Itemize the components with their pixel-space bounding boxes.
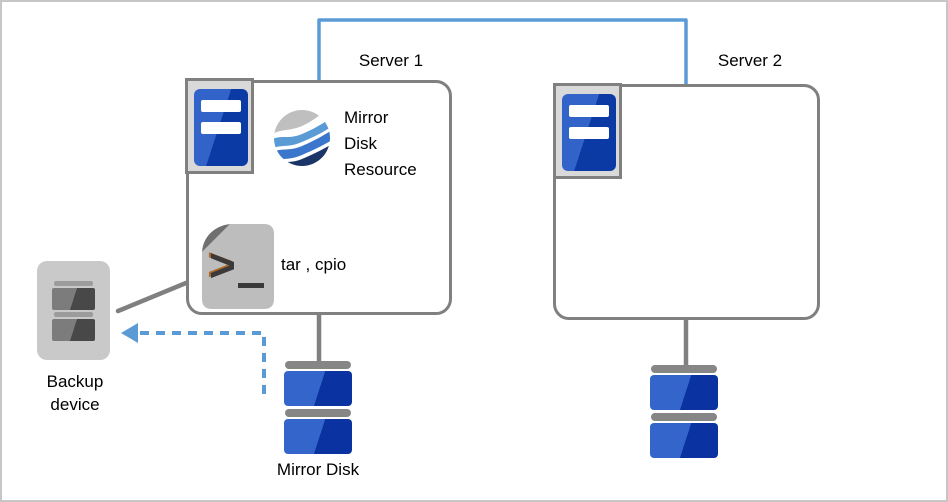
server-icon-body xyxy=(194,89,248,166)
backup-disk-platter xyxy=(52,319,95,341)
server1-label: Server 1 xyxy=(358,51,424,70)
disk-cap xyxy=(285,361,351,369)
backup-flow-dashed-line xyxy=(138,331,266,394)
server-icon xyxy=(185,78,254,174)
script-file-icon: > > xyxy=(202,224,274,309)
backup-disk-platter xyxy=(52,288,95,310)
disk-stack-icon xyxy=(284,361,352,454)
server-icon-slot xyxy=(569,105,609,117)
disk-cap xyxy=(651,413,717,421)
disk-platter xyxy=(650,423,718,458)
server-icon xyxy=(553,83,622,179)
server2-label: Server 2 xyxy=(717,51,783,70)
server-icon-slot xyxy=(201,122,241,134)
backup-device-label: Backup device xyxy=(46,372,104,414)
dashed-arrow-left-icon xyxy=(121,323,138,343)
mirror-disk-resource-label: Mirror Disk Resource xyxy=(344,108,417,179)
server1-backup-line xyxy=(115,280,189,314)
mirror-disk-label: Mirror Disk xyxy=(276,460,360,479)
backup-disk-cap xyxy=(54,281,93,286)
mirror-disk-resource-globe-icon xyxy=(274,110,330,166)
commands-label: tar , cpio xyxy=(281,255,347,274)
server-icon-body xyxy=(562,94,616,171)
server-icon-slot xyxy=(569,127,609,139)
disk-platter xyxy=(284,419,352,454)
disk-cap xyxy=(285,409,351,417)
disk-platter xyxy=(650,375,718,410)
backup-device-icon xyxy=(37,261,110,360)
backup-device-spacer xyxy=(37,261,110,281)
svg-text:>: > xyxy=(209,239,236,291)
backup-disk-cap xyxy=(54,312,93,317)
server-icon-slot xyxy=(201,100,241,112)
disk-platter xyxy=(284,371,352,406)
svg-text:>: > xyxy=(207,238,234,290)
disk-stack-icon xyxy=(650,365,718,458)
disk-cap xyxy=(651,365,717,373)
